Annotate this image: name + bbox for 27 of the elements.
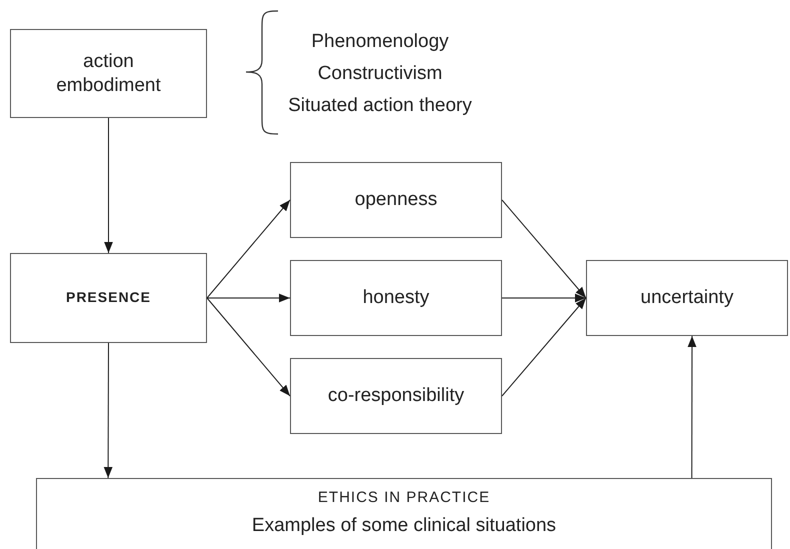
arrow [104,342,113,478]
arrow [502,298,586,396]
theory-text: Situated action theory [288,95,472,118]
node-text: honesty [362,286,430,310]
process-box [290,358,502,434]
node-text: action embodiment [55,50,162,98]
node-text: co-responsibility [328,384,464,408]
node-text: Examples of some clinical situations [252,514,556,538]
process-box [290,260,502,336]
arrow [206,298,290,396]
process-box [586,260,788,336]
node-text: openness [354,188,438,212]
theory-text: Phenomenology [311,31,449,54]
arrow [206,294,290,302]
arrow [502,294,586,302]
arrow [104,118,113,254]
process-box [10,29,207,118]
wide-box [36,478,772,549]
node-text: ETHICS IN PRACTICE [318,489,490,508]
node-text: PRESENCE [66,289,152,307]
theory-text: Constructivism [318,63,442,86]
arrow [688,336,696,478]
process-box [290,162,502,238]
arrow [206,200,290,298]
node-text: uncertainty [640,286,734,310]
arrow [502,200,586,298]
process-box [10,253,207,343]
